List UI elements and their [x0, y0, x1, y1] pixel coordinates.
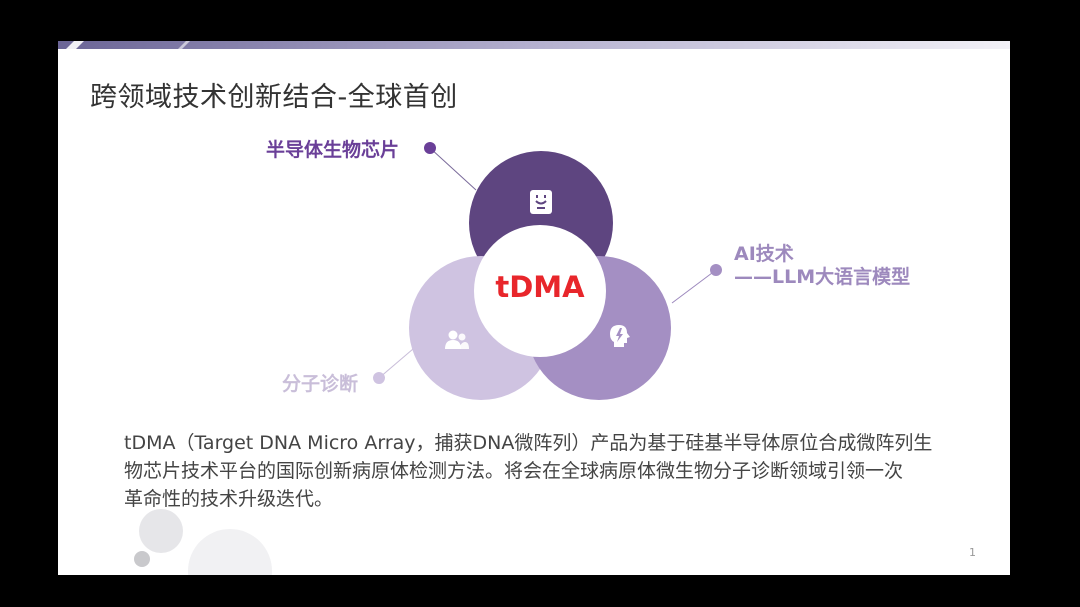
description-line-1: tDMA（Target DNA Micro Array，捕获DNA微阵列）产品为… [124, 432, 933, 454]
label-ai-tech: AI技术 [734, 243, 794, 265]
chip-icon [530, 190, 552, 214]
slide: 跨领域技术创新结合-全球首创 [58, 41, 1010, 575]
ai-connector-line [671, 269, 717, 304]
center-label: tDMA [495, 270, 585, 304]
description-line-3: 革命性的技术升级迭代。 [124, 488, 334, 510]
center-circle [474, 225, 606, 357]
ai-dot [710, 264, 722, 276]
chip-connector-line [429, 147, 477, 191]
deco-bubble-large [188, 529, 272, 575]
page-number: 1 [969, 546, 976, 559]
decorative-bubbles [134, 509, 272, 575]
description-paragraph: tDMA（Target DNA Micro Array，捕获DNA微阵列）产品为… [124, 429, 954, 513]
venn-diagram [373, 142, 722, 400]
deco-bubble-medium [139, 509, 183, 553]
chip-dot [424, 142, 436, 154]
description-line-2: 物芯片技术平台的国际创新病原体检测方法。将会在全球病原体微生物分子诊断领域引领一… [124, 460, 904, 482]
molecular-connector-line [378, 348, 414, 379]
molecular-dot [373, 372, 385, 384]
label-llm: ——LLM大语言模型 [734, 266, 911, 288]
label-molecular-diagnosis: 分子诊断 [282, 373, 359, 395]
slide-title: 跨领域技术创新结合-全球首创 [90, 82, 458, 113]
center-label-wrap: tDMA [490, 270, 590, 304]
top-gradient-stripe [58, 41, 1010, 49]
people-icon [445, 330, 469, 349]
label-semiconductor-chip: 半导体生物芯片 [266, 139, 400, 161]
brain-lightning-icon [610, 325, 630, 347]
deco-bubble-small [134, 551, 150, 567]
